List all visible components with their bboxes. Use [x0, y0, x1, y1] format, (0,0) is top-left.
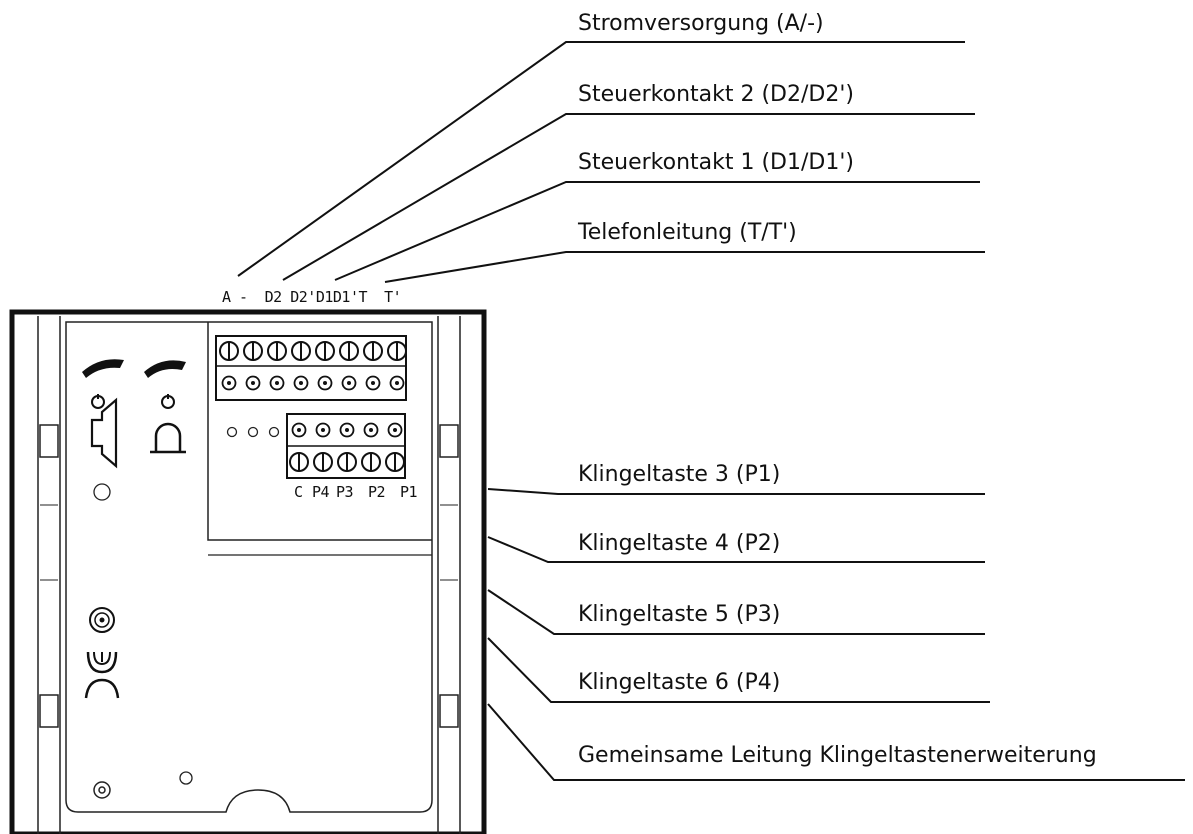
device-outer-frame	[9, 309, 487, 834]
top-terminal-labels: A - D2 D2'D1D1'T T'	[222, 288, 402, 306]
callout-bell-button-3: Klingeltaste 3 (P1)	[578, 462, 781, 487]
bottom-terminal-label-p4: P4	[312, 483, 330, 501]
microphone-volume-arc-icon	[144, 360, 186, 378]
callout-control-contact-2: Steuerkontakt 2 (D2/D2')	[578, 82, 854, 107]
speaker-volume-arc-icon	[82, 359, 124, 378]
lower-leader-lines	[487, 488, 1185, 781]
top-terminal-strip	[215, 335, 407, 401]
callout-bell-button-6: Klingeltaste 6 (P4)	[578, 670, 781, 695]
bottom-terminal-holes	[291, 422, 403, 438]
mounting-hole	[93, 483, 111, 501]
adjust-screw-icon	[93, 781, 111, 799]
bottom-terminal-label-p1: P1	[400, 483, 418, 501]
top-terminal-holes	[221, 375, 405, 391]
bottom-terminal-label-c: C	[294, 483, 303, 501]
callout-phone-line: Telefonleitung (T/T')	[578, 220, 797, 245]
callout-bell-button-4: Klingeltaste 4 (P2)	[578, 531, 781, 556]
callout-common-line: Gemeinsame Leitung Klingeltastenerweiter…	[578, 743, 1097, 768]
speaker-icon	[90, 397, 118, 469]
indicator-dot	[268, 426, 280, 438]
bottom-terminal-label-p2: P2	[368, 483, 386, 501]
callout-bell-button-5: Klingeltaste 5 (P3)	[578, 602, 781, 627]
bottom-terminal-label-p3: P3	[336, 483, 354, 501]
callout-control-contact-1: Steuerkontakt 1 (D1/D1')	[578, 150, 854, 175]
mounting-hole	[179, 771, 193, 785]
terminal-block-area	[207, 322, 432, 541]
indicator-dot	[226, 426, 238, 438]
jack-socket-icon	[89, 607, 115, 633]
inner-panel	[65, 321, 433, 813]
microphone-icon	[154, 422, 182, 452]
top-terminal-screws	[219, 341, 407, 361]
bottom-terminal-screws	[289, 452, 405, 472]
upper-leader-lines	[237, 41, 985, 283]
indicator-dot	[247, 426, 259, 438]
callout-power-supply: Stromversorgung (A/-)	[578, 11, 824, 36]
induction-coil-icon	[86, 651, 118, 674]
